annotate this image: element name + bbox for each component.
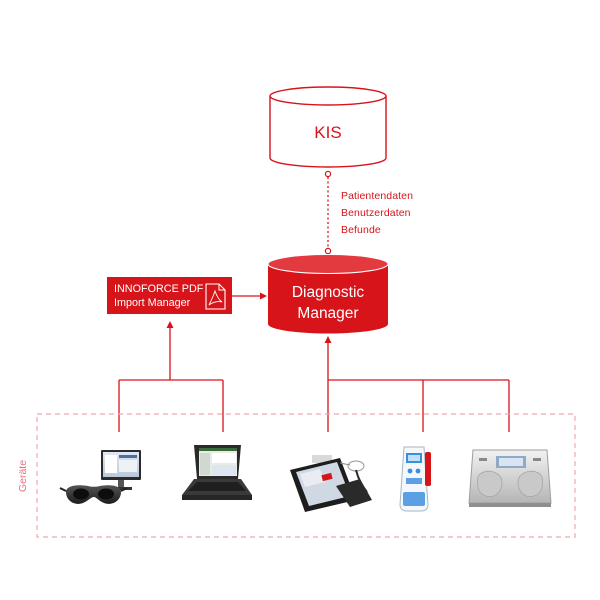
kis-connector — [324, 170, 332, 255]
device-balance-plate — [468, 449, 552, 507]
kis-data-annotation: Patientendaten Benutzerdaten Befunde — [341, 190, 413, 236]
diagnostic-manager-line1: Diagnostic — [292, 284, 365, 301]
diagnostic-manager-database: Diagnostic Manager — [267, 253, 389, 334]
device-connectors — [118, 327, 510, 432]
annotation-befunde: Befunde — [341, 224, 381, 236]
arrow-import-to-manager — [232, 292, 267, 300]
devices-group-label: Geräte — [17, 460, 29, 492]
pdf-import-manager-box: INNOFORCE PDF Import Manager — [107, 277, 232, 314]
annotation-benutzerdaten: Benutzerdaten — [341, 207, 411, 219]
device-laptop — [182, 445, 252, 500]
annotation-patientendaten: Patientendaten — [341, 190, 413, 202]
device-goggles-monitor — [59, 450, 141, 504]
device-tablet-station — [290, 455, 372, 512]
arrow-head-to-import — [166, 321, 174, 328]
import-manager-line2: Import Manager — [114, 297, 191, 309]
kis-label: KIS — [314, 123, 341, 142]
arrow-head-to-manager — [324, 336, 332, 343]
devices-group: Geräte — [17, 413, 576, 538]
kis-database: KIS — [269, 86, 387, 168]
pdf-file-icon — [205, 283, 226, 310]
diagnostic-manager-line2: Manager — [297, 305, 358, 322]
import-manager-line1: INNOFORCE PDF — [114, 283, 204, 295]
device-handheld-meter — [399, 446, 431, 512]
